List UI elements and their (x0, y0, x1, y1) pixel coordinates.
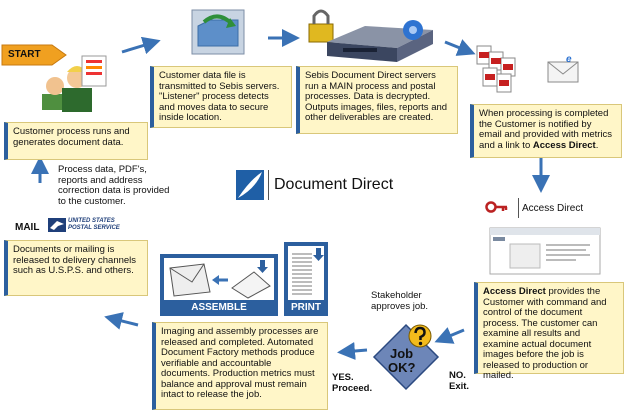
pdf-documents-icon (476, 45, 516, 93)
step-customer-notified-text-b: Access Direct (532, 139, 596, 151)
step-access-direct: Access Direct provides the Customer with… (474, 282, 624, 381)
step-imaging-assembly-text: Imaging and assembly processes are relea… (161, 326, 319, 400)
step-data-transmitted-text: Customer data file is transmitted to Seb… (159, 70, 280, 123)
print-label: PRINT (291, 302, 321, 313)
step-documents-released-text: Documents or mailing is released to deli… (13, 244, 137, 276)
document-direct-logo-icon (236, 170, 264, 200)
access-direct-screenshot (489, 227, 601, 275)
server-icon (308, 9, 433, 62)
step-customer-process-text: Customer process runs and generates docu… (13, 126, 130, 148)
usps-eagle-icon (48, 218, 66, 232)
step-document-direct-servers: Sebis Document Direct servers run a MAIN… (296, 66, 458, 134)
step-customer-notified-text-c: . (595, 139, 599, 151)
step-customer-notified: When processing is completed the Custome… (470, 104, 622, 158)
step-imaging-assembly: Imaging and assembly processes are relea… (152, 322, 328, 410)
arrow-1-2 (121, 36, 161, 55)
logo-divider (268, 170, 269, 200)
decision-text-line-1: Job (390, 346, 414, 361)
step-document-direct-servers-text: Sebis Document Direct servers run a MAIN… (305, 70, 448, 123)
step-documents-released: Documents or mailing is released to deli… (4, 240, 148, 296)
yes-proceed-line-2: Proceed. (332, 383, 373, 394)
assemble-label: ASSEMBLE (191, 302, 247, 313)
arrow-6-7 (104, 312, 139, 330)
paper-stack-icon (288, 246, 324, 300)
email-icon (547, 61, 579, 83)
no-exit-line-1: NO. (449, 370, 466, 381)
people-icon (42, 55, 107, 112)
mail-label: MAIL (15, 222, 40, 233)
usps-line-2: POSTAL SERVICE (68, 225, 120, 231)
stakeholder-text: Stakeholder approves job. (371, 290, 429, 312)
step-customer-process: Customer process runs and generates docu… (4, 122, 148, 160)
arrow-5-decision (434, 327, 465, 344)
step-process-data-text: Process data, PDF's, reports and address… (58, 164, 170, 207)
folder-transfer-icon (191, 9, 245, 55)
arrow-decision-6 (337, 342, 368, 360)
no-exit-line-2: Exit. (449, 381, 470, 392)
decision-text-line-2: OK? (388, 360, 416, 375)
arrow-3-4 (444, 39, 476, 56)
access-direct-divider (518, 198, 519, 218)
step-access-direct-text-b: provides the Customer with command and c… (483, 286, 607, 381)
access-direct-title: Access Direct (522, 203, 584, 214)
step-data-transmitted: Customer data file is transmitted to Seb… (150, 66, 292, 128)
start-label: START (8, 49, 41, 60)
document-direct-title: Document Direct (274, 176, 394, 193)
key-icon (485, 201, 508, 213)
yes-proceed-line-1: YES. (332, 372, 354, 383)
envelope-assemble-icon (169, 260, 271, 299)
question-icon (408, 324, 432, 348)
email-glyph: e (566, 54, 572, 65)
start-arrow-icon (1, 44, 67, 66)
step-access-direct-text-a: Access Direct (483, 286, 546, 297)
step-customer-notified-text-a: When processing is completed the Custome… (479, 108, 613, 151)
usps-line-1: UNITED STATES (68, 218, 115, 224)
